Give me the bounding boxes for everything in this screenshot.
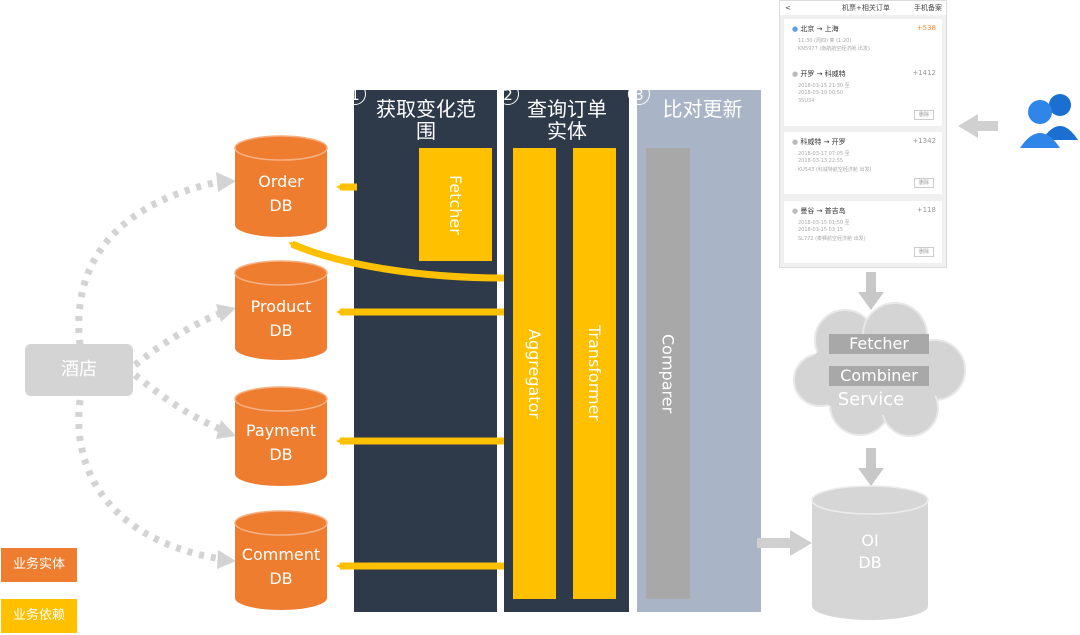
order-card-4[interactable]: ● 曼谷 → 普吉岛 +118 2018-03-15 01:50 至 2018-… [784, 201, 942, 263]
hotel-label: 酒店 [61, 359, 97, 380]
transformer-bar: Transformer [573, 148, 616, 599]
order-price: +1342 [912, 137, 936, 145]
aggregator-bar: Aggregator [513, 148, 556, 599]
fetcher-bar: Fetcher [419, 148, 492, 261]
check-icon: ● [792, 138, 799, 146]
payment-db-label: Payment DB [235, 419, 327, 467]
order-route-text: 科威特 → 开罗 [800, 138, 846, 146]
order-price: +538 [916, 24, 936, 32]
product-db-label-line2: DB [269, 321, 293, 340]
check-icon: ● [792, 207, 799, 215]
step-number-3: 3 [628, 83, 650, 105]
order-route-text: 曼谷 → 普吉岛 [800, 207, 846, 215]
dotted-arrowhead-comment [217, 550, 236, 569]
oi-db-label: OI DB [830, 530, 910, 574]
legend-dependency: 业务依赖 [1, 599, 77, 633]
comment-db-cylinder [234, 510, 328, 610]
delete-button[interactable]: 删除 [914, 110, 934, 120]
phone-screenshot: < 机票+相关订单 手机备案 ● 北京 → 上海 +538 11:30 (周四)… [779, 0, 947, 268]
fetcher-label: Fetcher [446, 174, 465, 235]
order-detail-line: 11:30 (周四) 乘 (1:20) [798, 38, 852, 44]
arrow-comparer-to-oi-db [757, 530, 812, 556]
order-route: ● 北京 → 上海 [792, 24, 839, 34]
aggregator-label: Aggregator [525, 328, 544, 419]
dotted-arrowhead-payment [216, 420, 236, 439]
dotted-arc-product [132, 306, 230, 368]
order-detail-line: KU543 (科威特航空经济舱 出发) [798, 167, 872, 173]
oi-db-cylinder [811, 485, 929, 620]
order-detail-line: SL772 (泰狮航空经济舱 出发) [798, 236, 866, 242]
comment-db-label-line1: Comment [241, 545, 321, 564]
order-db-label-line1: Order [258, 172, 304, 191]
order-detail-line: 2018-03-15 01:50 至 [798, 220, 850, 226]
column-title-3-line1: 比对更新 [662, 97, 743, 121]
order-detail-line: 2018-03-15 21:30 至 [798, 83, 850, 89]
dotted-arc-comment [75, 399, 229, 564]
order-card-3[interactable]: ● 科威特 → 开罗 +1342 2018-03-17 07:05 至 2018… [784, 132, 942, 194]
check-icon: ● [792, 25, 799, 33]
order-detail-line: 2018-03-17 07:05 至 [798, 151, 850, 157]
phone-right-action[interactable]: 手机备案 [914, 4, 942, 12]
order-price: +1412 [912, 69, 936, 77]
order-route: ● 科威特 → 开罗 [792, 137, 846, 147]
column-title-1-line2: 围 [416, 119, 436, 143]
payment-db-cylinder [234, 386, 328, 486]
comment-db-label-line2: DB [269, 569, 293, 588]
transformer-label: Transformer [585, 325, 604, 422]
payment-db-label-line1: Payment [245, 421, 317, 440]
order-detail-line: 3SU34 [798, 98, 815, 104]
arrow-phone-to-service [858, 272, 884, 310]
oi-db-label-line1: OI [861, 531, 879, 550]
dotted-arc-payment [132, 372, 230, 436]
column-title-1-line1: 获取变化范 [376, 97, 476, 121]
back-icon[interactable]: < [785, 4, 791, 12]
order-detail-line: 2018-03-19 00:50 [798, 90, 844, 96]
order-route-text: 开罗 → 科威特 [800, 70, 846, 78]
dotted-arrowhead-product [216, 304, 236, 322]
hotel-box: 酒店 [25, 344, 133, 396]
payment-db-label-line2: DB [269, 445, 293, 464]
order-card-2[interactable]: ● 开罗 → 科威特 +1412 2018-03-15 21:30 至 2018… [784, 64, 942, 126]
legend-entity: 业务实体 [1, 548, 77, 582]
order-route-text: 北京 → 上海 [800, 25, 839, 33]
delete-button[interactable]: 删除 [914, 178, 934, 188]
check-icon: ● [792, 70, 799, 78]
column-title-2-line1: 查询订单 [527, 97, 607, 121]
dotted-arrowhead-order [216, 172, 236, 192]
order-detail-line: 2018-03-15 03:15 [798, 227, 844, 233]
product-db-cylinder [234, 260, 328, 360]
column-title-2: 查询订单 实体 [512, 98, 622, 142]
comment-db-label: Comment DB [235, 543, 327, 591]
order-db-label-line2: DB [269, 196, 293, 215]
arrow-aggregator-to-order-db [288, 240, 505, 282]
arrow-service-to-oi-db [858, 448, 884, 486]
phone-title: 机票+相关订单 [842, 4, 890, 12]
product-db-label-line1: Product [250, 297, 312, 316]
column-title-1: 获取变化范 围 [366, 98, 486, 142]
order-route: ● 开罗 → 科威特 [792, 69, 846, 79]
users-icon [1020, 94, 1078, 148]
order-db-label: Order DB [235, 170, 327, 218]
comparer-label: Comparer [658, 333, 678, 414]
oi-db-label-line2: DB [858, 553, 882, 572]
step-number-2: 2 [497, 83, 519, 105]
order-detail-line: 2018-03-13 22:55 [798, 158, 844, 164]
order-db-cylinder [234, 135, 328, 237]
order-route: ● 曼谷 → 普吉岛 [792, 206, 846, 216]
delete-button[interactable]: 删除 [914, 247, 934, 257]
service-label: Service [837, 389, 905, 410]
service-combiner-bar: Combiner [829, 366, 929, 386]
phone-header: < 机票+相关订单 手机备案 [780, 1, 946, 15]
order-detail-line: KN5977 (南航航空经济舱 出发) [798, 46, 870, 52]
dotted-arc-order [75, 176, 229, 346]
column-title-2-line2: 实体 [547, 119, 587, 143]
arrow-user-to-phone [958, 114, 998, 138]
column-title-3: 比对更新 [650, 98, 755, 120]
service-fetcher-bar: Fetcher [829, 334, 929, 354]
step-number-1: 1 [344, 83, 366, 105]
comparer-bar: Comparer [646, 148, 690, 599]
product-db-label: Product DB [235, 295, 327, 343]
order-price: +118 [916, 206, 936, 214]
